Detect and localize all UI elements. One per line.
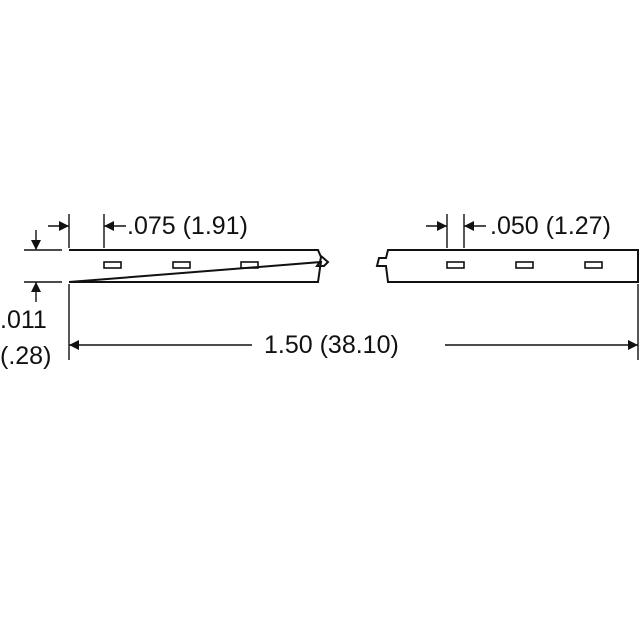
left-strip-slots [103, 261, 259, 269]
slot [446, 261, 465, 269]
right-strip-section [375, 249, 639, 283]
right-strip-slots [446, 261, 603, 269]
slot [103, 261, 122, 269]
slot [584, 261, 603, 269]
slot [172, 261, 191, 269]
slot [515, 261, 534, 269]
thickness-inch-label: .011 [0, 306, 47, 334]
slot [240, 261, 259, 269]
left-strip-section [68, 249, 330, 283]
left-strip-outline [68, 249, 330, 283]
overall-length-label: 1.50 (38.10) [264, 331, 399, 359]
pitch-left-label: .075 (1.91) [127, 212, 248, 240]
thickness-mm-label: (.28) [0, 342, 52, 370]
dimension-arrows [31, 221, 638, 350]
right-strip-outline [375, 249, 639, 283]
pitch-right-label: .050 (1.27) [490, 212, 611, 240]
